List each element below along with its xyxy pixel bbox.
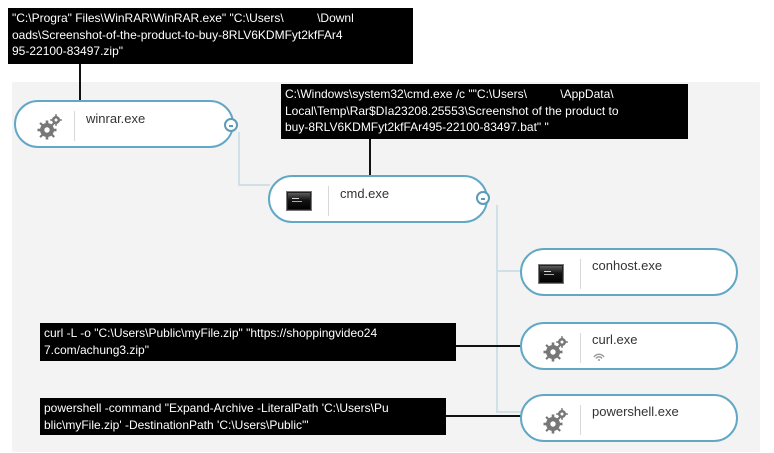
- process-label-winrar: winrar.exe: [86, 111, 146, 126]
- callout-curl-commandline: curl -L -o "C:\Users\Public\myFile.zip" …: [40, 323, 456, 361]
- process-node-powershell[interactable]: powershell.exe: [520, 394, 738, 442]
- process-label-powershell: powershell.exe: [592, 404, 679, 419]
- process-node-curl[interactable]: curl.exe: [520, 322, 738, 370]
- gear-icon: [543, 408, 568, 434]
- connector-cmd-vertical: [496, 205, 498, 412]
- process-label-conhost: conhost.exe: [592, 258, 663, 273]
- node-divider: [74, 111, 75, 141]
- node-divider: [580, 259, 581, 289]
- leader-cmd-callout: [369, 139, 371, 178]
- terminal-icon: [538, 264, 564, 284]
- process-node-conhost[interactable]: conhost.exe: [520, 248, 738, 296]
- leader-winrar-callout: [79, 64, 81, 100]
- node-divider: [580, 405, 581, 435]
- leader-curl-callout: [456, 345, 522, 347]
- callout-winrar-commandline: "C:\Progra" Files\WinRAR\WinRAR.exe" "C:…: [8, 8, 413, 64]
- network-icon: [593, 353, 605, 361]
- gear-icon: [37, 114, 62, 140]
- process-node-winrar[interactable]: winrar.exe: [14, 100, 234, 148]
- terminal-icon: [286, 191, 312, 211]
- connector-cmd-powershell: [496, 411, 522, 413]
- gear-icon: [543, 336, 568, 362]
- process-label-curl: curl.exe: [592, 332, 638, 347]
- node-divider: [580, 333, 581, 363]
- callout-cmd-commandline: C:\Windows\system32\cmd.exe /c ""C:\User…: [281, 84, 688, 139]
- leader-powershell-callout: [444, 415, 522, 417]
- node-divider: [328, 186, 329, 216]
- connector-cmd-conhost: [496, 270, 522, 272]
- connector-winrar-cmd: [238, 184, 270, 186]
- process-node-cmd[interactable]: cmd.exe: [268, 175, 488, 223]
- collapse-button-cmd[interactable]: [476, 191, 490, 205]
- connector-winrar-vertical: [238, 132, 240, 184]
- process-label-cmd: cmd.exe: [340, 186, 390, 201]
- collapse-button-winrar[interactable]: [224, 118, 238, 132]
- callout-powershell-commandline: powershell -command "Expand-Archive -Lit…: [40, 398, 446, 435]
